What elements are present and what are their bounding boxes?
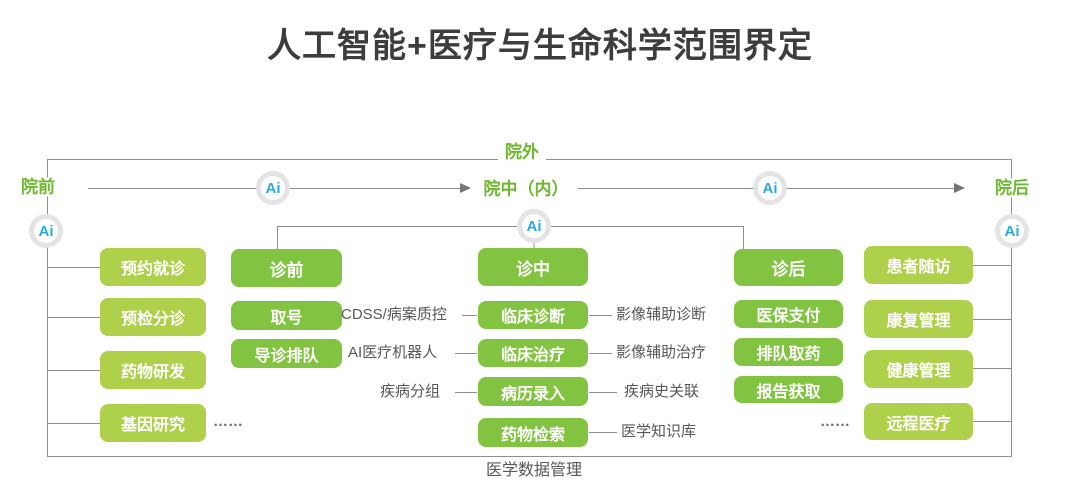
box-appointment-registration: 预约就诊 — [100, 248, 206, 286]
ellipsis-more: …… — [213, 413, 243, 430]
mid-branch-line — [277, 226, 743, 227]
box-drug-development: 药物研发 — [100, 351, 206, 389]
stage-label-outside-hospital: 院外 — [498, 142, 546, 162]
arrow-head-icon — [954, 183, 965, 193]
annotation-imaging-assisted-diagnosis: 影像辅助诊断 — [616, 306, 707, 323]
mid-branch-drop-left — [277, 226, 278, 249]
box-insurance-payment: 医保支付 — [734, 300, 843, 328]
left-rail-connector — [47, 317, 100, 318]
annotation-medical-data-management: 医学数据管理 — [485, 462, 583, 479]
box-gene-research: 基因研究 — [100, 404, 206, 442]
annotation-dash — [589, 392, 617, 393]
left-rail-line — [47, 159, 48, 456]
annotation-dash — [455, 392, 477, 393]
ai-badge-icon: Ai — [995, 214, 1029, 248]
ellipsis-more: …… — [820, 413, 850, 430]
stage-label-in-hospital: 院中（内） — [476, 179, 576, 199]
box-post-visit-header: 诊后 — [734, 249, 843, 286]
right-rail-connector — [973, 319, 1011, 320]
ai-badge-icon: Ai — [753, 171, 787, 205]
annotation-dash — [462, 315, 477, 316]
box-clinical-treatment: 临床治疗 — [478, 339, 588, 367]
annotation-disease-history-association: 疾病史关联 — [624, 383, 700, 400]
annotation-dash — [589, 432, 617, 433]
annotation-ai-medical-robot: AI医疗机器人 — [348, 344, 438, 361]
ai-badge-icon: Ai — [29, 214, 63, 248]
box-telemedicine: 远程医疗 — [864, 403, 973, 440]
right-rail-connector — [973, 421, 1011, 422]
box-get-number: 取号 — [231, 301, 342, 330]
mid-branch-drop-right — [743, 226, 744, 249]
box-patient-follow-up: 患者随访 — [864, 246, 973, 284]
mid-branch-tick — [533, 242, 535, 249]
arrow-head-icon — [460, 183, 471, 193]
annotation-medical-knowledge-base: 医学知识库 — [621, 423, 697, 440]
annotation-dash — [589, 353, 612, 354]
box-guidance-queue: 导诊排队 — [231, 339, 342, 368]
left-rail-connector — [47, 423, 100, 424]
annotation-dash — [589, 315, 612, 316]
annotation-imaging-assisted-treatment: 影像辅助治疗 — [616, 344, 707, 361]
box-queue-for-medicine: 排队取药 — [734, 338, 843, 366]
box-precheck-triage: 预检分诊 — [100, 298, 206, 336]
box-health-management: 健康管理 — [864, 350, 973, 388]
ai-badge-icon: Ai — [256, 171, 290, 205]
stage-label-post-hospital: 院后 — [988, 178, 1036, 198]
right-rail-connector — [973, 368, 1011, 369]
page-title: 人工智能+医疗与生命科学范围界定 — [267, 27, 813, 65]
box-drug-search: 药物检索 — [478, 418, 588, 447]
left-rail-connector — [47, 267, 100, 268]
annotation-cdss-quality-control: CDSS/病案质控 — [341, 306, 447, 323]
ai-badge-icon: Ai — [517, 209, 551, 243]
box-rehab-management: 康复管理 — [864, 300, 973, 338]
left-rail-connector — [47, 370, 100, 371]
annotation-disease-grouping: 疾病分组 — [380, 383, 441, 400]
box-report-retrieval: 报告获取 — [734, 376, 843, 403]
box-clinical-diagnosis: 临床诊断 — [478, 301, 588, 329]
bottom-line — [47, 456, 1012, 457]
stage-label-pre-hospital: 院前 — [14, 177, 62, 197]
right-rail-line — [1011, 159, 1012, 456]
box-medical-record-entry: 病历录入 — [478, 377, 588, 406]
right-rail-connector — [973, 265, 1011, 266]
annotation-dash — [455, 353, 477, 354]
box-pre-visit-header: 诊前 — [231, 249, 342, 287]
box-in-visit-header: 诊中 — [478, 248, 588, 286]
